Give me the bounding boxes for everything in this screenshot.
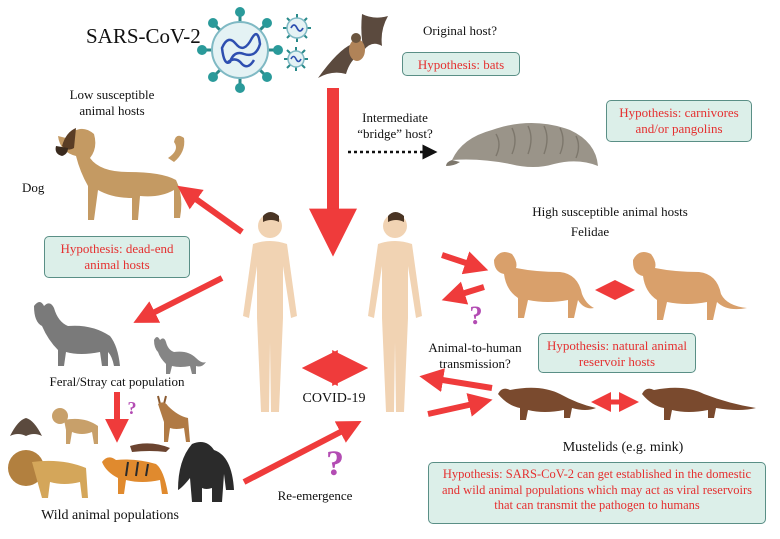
original-host-label: Original host? [422, 23, 497, 38]
virus-small-icon [283, 14, 311, 42]
human-figure [368, 212, 422, 412]
tiger-icon [102, 457, 168, 494]
arrow-human-to-dog [177, 185, 244, 235]
virus-small-icon [284, 47, 308, 71]
mink-icon [642, 387, 756, 420]
cougar-icon [633, 252, 747, 320]
pangolin-icon [446, 123, 598, 167]
ferret-icon [130, 443, 170, 452]
arrow-human-to-cats [133, 275, 224, 323]
human-figure [243, 212, 297, 412]
hypothesis-carnivores: Hypothesis: carnivores and/or pangolins [606, 100, 752, 142]
diagram-title: SARS-CoV-2 [86, 24, 201, 48]
monkey-icon [52, 408, 98, 444]
felidae-label: Felidae [570, 224, 610, 239]
wild-animals-label: Wild animal populations [41, 508, 179, 523]
arrow-reemergence [242, 421, 362, 485]
dog-label: Dog [22, 180, 45, 195]
hypothesis-dead-end: Hypothesis: dead-end animal hosts [44, 236, 190, 278]
animal-to-human-label: Animal-to-human transmission? [428, 340, 522, 371]
low-susceptible-label: Low susceptible animal hosts [69, 87, 155, 118]
intermediate-host-label: Intermediate “bridge” host? [357, 110, 433, 141]
high-susceptible-label: High susceptible animal hosts [532, 204, 688, 219]
wild-bat-icon [10, 418, 42, 436]
arrow-felidae-to-human [441, 281, 485, 305]
mustelids-label: Mustelids (e.g. mink) [562, 440, 684, 455]
deer-icon [157, 395, 190, 442]
arrow-human-to-mink [427, 393, 493, 417]
question-mark: ? [127, 398, 137, 418]
dog-icon [55, 128, 185, 220]
mink-icon [498, 387, 596, 420]
bat-icon [318, 14, 388, 78]
gorilla-icon [178, 442, 234, 502]
hypothesis-reservoir: Hypothesis: natural animal reservoir hos… [538, 333, 696, 373]
feral-cat-icon [34, 302, 120, 366]
hypothesis-established: Hypothesis: SARS-CoV-2 can get establish… [428, 462, 766, 524]
question-mark: ? [326, 443, 344, 483]
lion-icon [8, 450, 88, 498]
reemergence-label: Re-emergence [277, 488, 353, 503]
arrow-human-to-felidae [441, 251, 489, 275]
hypothesis-bats: Hypothesis: bats [402, 52, 520, 76]
small-cat-icon [154, 337, 206, 374]
arrow-mink-to-human [419, 368, 493, 392]
question-mark: ? [469, 301, 483, 330]
virus-large-icon [197, 7, 283, 93]
covid-label: COVID-19 [302, 391, 366, 406]
cougar-icon [494, 252, 594, 318]
feral-cat-label: Feral/Stray cat population [49, 374, 185, 389]
